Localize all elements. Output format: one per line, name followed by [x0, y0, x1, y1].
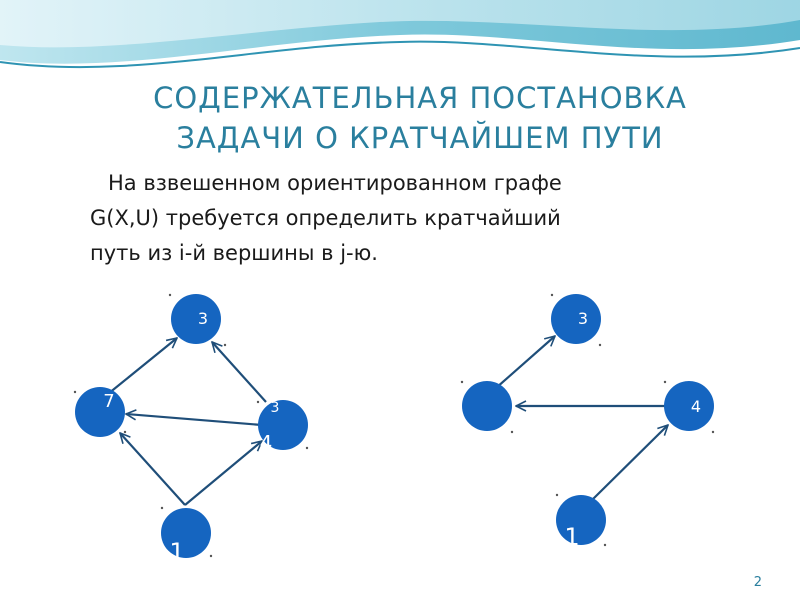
- left-edge-left-to-top: [102, 338, 177, 399]
- slide-title: СОДЕРЖАТЕЛЬНАЯ ПОСТАНОВКА ЗАДАЧИ О КРАТЧ…: [60, 78, 780, 158]
- slide-title-line-2: ЗАДАЧИ О КРАТЧАЙШЕМ ПУТИ: [176, 121, 664, 155]
- header-wave-decoration: [0, 0, 800, 69]
- left-edge-right-to-top: [212, 342, 267, 403]
- left-node-right: [258, 400, 308, 450]
- left-node-right-label: 4: [260, 431, 273, 455]
- problem-statement: На взвешенном ориентированном графе G(X,…: [90, 166, 770, 271]
- right-node-right-label: 4: [691, 397, 701, 416]
- right-node-bottom-label: 1: [564, 523, 579, 551]
- left-edge-bottom-to-right: [184, 441, 262, 506]
- right-edge-bottom-to-right: [591, 425, 668, 501]
- left-node-bottom-label: 1: [169, 538, 184, 566]
- left-edge-right-to-left: [126, 414, 263, 427]
- problem-statement-line-3: путь из i-й вершины в j-ю.: [90, 241, 378, 265]
- problem-statement-line-1: На взвешенном ориентированном графе: [108, 171, 562, 195]
- right-node-top: [551, 294, 601, 344]
- left-edge-weight-left-to-top: 7: [103, 391, 114, 412]
- left-edge-weight-right-to-left: 3: [271, 400, 280, 416]
- left-node-bottom: [161, 508, 211, 558]
- problem-statement-line-2: G(X,U) требуется определить кратчайший: [90, 206, 561, 230]
- decorative-dots: [73, 293, 715, 558]
- right-node-bottom: [556, 495, 606, 545]
- left-node-left-label: 2: [80, 431, 93, 455]
- right-node-right: [664, 381, 714, 431]
- right-node-left: [462, 381, 512, 431]
- slide-title-line-1: СОДЕРЖАТЕЛЬНАЯ ПОСТАНОВКА: [153, 81, 687, 115]
- left-edge-bottom-to-left: [120, 433, 186, 506]
- right-edge-left-to-top: [495, 336, 555, 389]
- left-node-top: [171, 294, 221, 344]
- left-node-left: [75, 387, 125, 437]
- right-node-top-label: 3: [578, 309, 588, 328]
- left-node-top-label: 3: [198, 309, 208, 328]
- slide-number: 2: [753, 575, 762, 590]
